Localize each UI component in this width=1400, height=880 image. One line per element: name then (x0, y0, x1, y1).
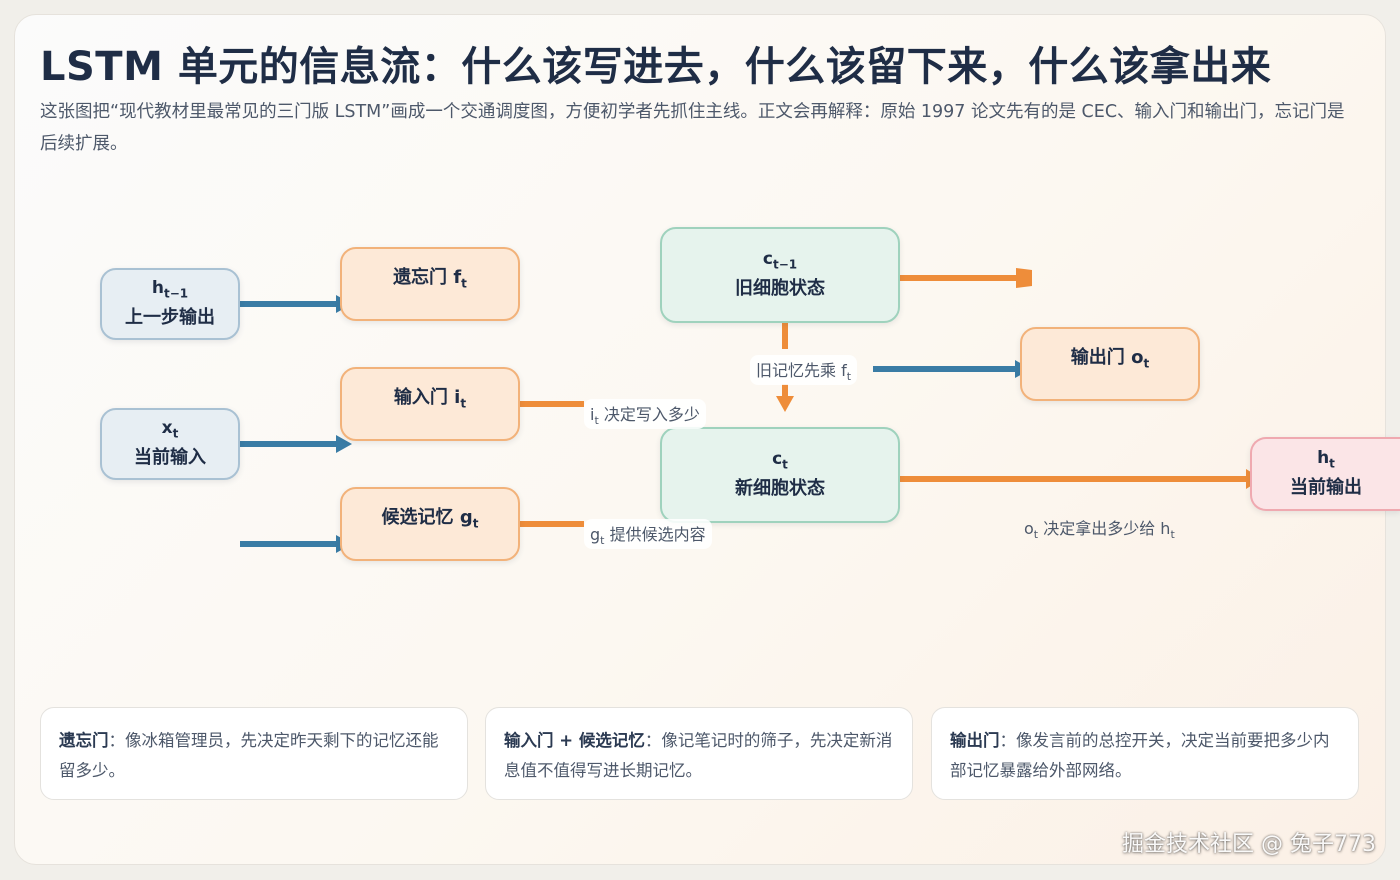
node-output-gate: 输出门 ot (1020, 327, 1200, 401)
arrow-to-output-gate (873, 360, 1031, 378)
arrow-cprev-down (776, 323, 794, 412)
node-forget-gate: 遗忘门 ft (340, 247, 520, 321)
arrow-candidate-stub (520, 521, 584, 527)
node-c-t: ct 新细胞状态 (660, 427, 900, 523)
note-input-candidate: 输入门 + 候选记忆：像记笔记时的筛子，先决定新消息值不值得写进长期记忆。 (485, 707, 913, 800)
edge-label-input-decides: it 决定写入多少 (584, 399, 706, 430)
edge-label-old-memory: 旧记忆先乘 ft (750, 355, 858, 386)
edge-label-candidate-provides: gt 提供候选内容 (584, 519, 712, 550)
arrow-cprev-out (900, 268, 1032, 288)
node-x-t: xt 当前输入 (100, 408, 240, 480)
node-candidate-memory: 候选记忆 gt (340, 487, 520, 561)
arrow-to-candidate (240, 535, 352, 553)
edge-label-output-decides: ot 决定拿出多少给 ht (1024, 519, 1175, 542)
node-h-prev: ht−1 上一步输出 (100, 268, 240, 340)
watermark: 掘金技术社区 @ 兔子773 (1122, 832, 1376, 857)
node-h-t: ht 当前输出 (1250, 437, 1400, 511)
arrow-h-to-forget (240, 295, 352, 313)
page-title: LSTM 单元的信息流：什么该写进去，什么该留下来，什么该拿出来 (40, 44, 1272, 90)
node-c-prev: ct−1 旧细胞状态 (660, 227, 900, 323)
arrow-x-to-input (240, 435, 352, 453)
note-forget-gate: 遗忘门：像冰箱管理员，先决定昨天剩下的记忆还能留多少。 (40, 707, 468, 800)
arrow-ct-to-ht (900, 469, 1262, 489)
node-input-gate: 输入门 it (340, 367, 520, 441)
arrow-input-stub (520, 401, 584, 407)
note-output-gate: 输出门：像发言前的总控开关，决定当前要把多少内部记忆暴露给外部网络。 (931, 707, 1359, 800)
page-subtitle: 这张图把“现代教材里最常见的三门版 LSTM”画成一个交通调度图，方便初学者先抓… (40, 102, 1345, 154)
